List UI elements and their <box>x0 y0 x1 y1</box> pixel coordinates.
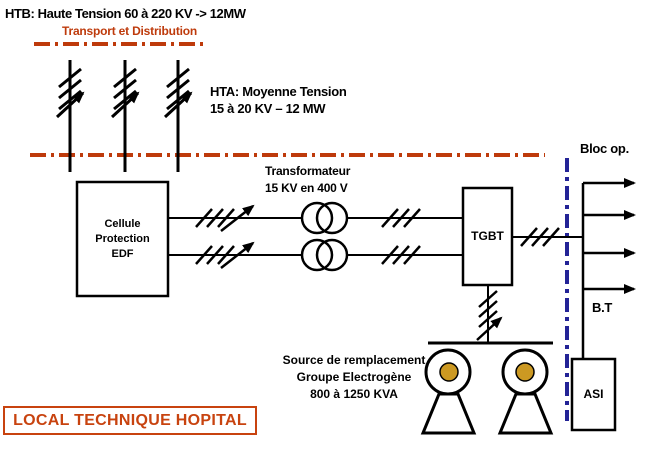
transformer-2-icon <box>300 238 349 272</box>
hv-feeder-2-icon <box>110 60 140 172</box>
htb-title: HTB: Haute Tension 60 à 220 KV -> 12MW <box>5 6 246 21</box>
transformer-1-icon <box>300 201 349 235</box>
transformer-label-line2: 15 KV en 400 V <box>265 181 348 195</box>
tgbt-to-bus-link <box>512 227 583 247</box>
cellule-protection-box <box>75 180 170 298</box>
generator-1-icon <box>420 348 477 435</box>
generator-dot-icon <box>515 362 535 382</box>
lv-link-upper <box>347 208 463 228</box>
bloc-op-label: Bloc op. <box>580 141 629 156</box>
local-technique-hopital-label: LOCAL TECHNIQUE HOPITAL <box>13 411 247 429</box>
hta-label-line1: HTA: Moyenne Tension <box>210 84 347 99</box>
lv-link-lower <box>347 245 463 265</box>
tgbt-to-generator-link <box>476 285 503 343</box>
hv-feeder-1-icon <box>55 60 85 172</box>
bt-distribution-bus <box>581 178 636 359</box>
hta-label-line2: 15 à 20 KV – 12 MW <box>210 101 326 116</box>
transformer-label-line1: Transformateur <box>265 164 351 178</box>
generator-dot-icon <box>439 362 459 382</box>
mv-link-lower <box>168 241 302 269</box>
generator-2-icon <box>497 348 554 435</box>
tgbt-label: TGBT <box>471 228 504 243</box>
bt-label: B.T <box>592 300 613 315</box>
local-technique-hopital-box: LOCAL TECHNIQUE HOPITAL <box>3 406 257 435</box>
generator-caption: Source de remplacement Groupe Electrogèn… <box>282 353 426 401</box>
transport-subtitle: Transport et Distribution <box>62 24 198 38</box>
mv-link-upper <box>168 204 302 232</box>
hv-feeder-3-icon <box>163 60 193 172</box>
asi-label: ASI <box>583 386 604 401</box>
cellule-protection-label: Cellule Protection EDF <box>95 217 150 260</box>
asi-box <box>570 357 617 432</box>
